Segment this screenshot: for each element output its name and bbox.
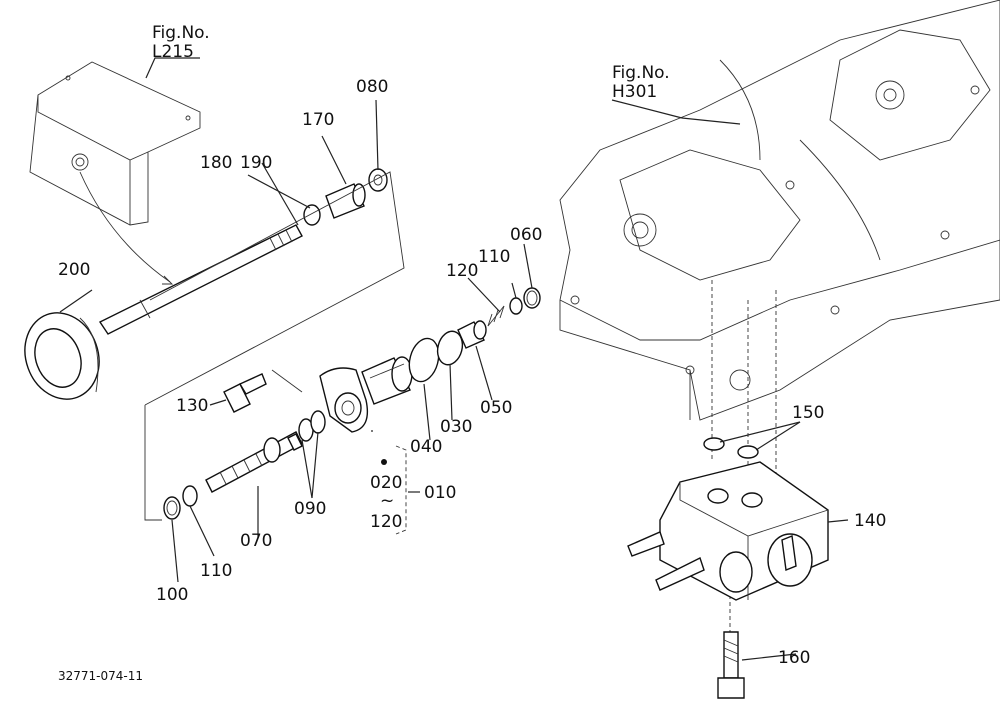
label-120-range-end: 120 xyxy=(370,512,402,532)
drawing-number: 32771-074-11 xyxy=(58,669,143,683)
fig-l215-code: L215 xyxy=(152,42,194,62)
label-range-tilde: ~ xyxy=(380,491,394,511)
fig-l215-caption: Fig.No. xyxy=(152,23,210,43)
snap-ring-060 xyxy=(523,287,541,309)
spool-070 xyxy=(205,431,303,493)
label-150: 150 xyxy=(792,403,824,423)
o-rings-090 xyxy=(298,410,326,442)
label-110-left: 110 xyxy=(200,561,232,581)
label-070: 070 xyxy=(240,531,272,551)
washer-110-right xyxy=(509,297,523,315)
label-110-right: 110 xyxy=(478,247,510,267)
seals-150 xyxy=(703,437,759,459)
label-060: 060 xyxy=(510,225,542,245)
bushing-170 xyxy=(325,183,366,219)
label-130: 130 xyxy=(176,396,208,416)
label-080: 080 xyxy=(356,77,388,97)
label-010: 010 xyxy=(424,483,456,503)
label-200: 200 xyxy=(58,260,90,280)
label-030: 030 xyxy=(440,417,472,437)
fitting-050 xyxy=(457,320,487,349)
label-040: 040 xyxy=(410,437,442,457)
label-120: 120 xyxy=(446,261,478,281)
bolt-130 xyxy=(223,373,267,413)
marker-dot xyxy=(381,459,387,465)
bolt-160 xyxy=(717,631,745,699)
label-020: 020 xyxy=(370,473,402,493)
snap-ring-100 xyxy=(163,496,181,520)
label-140: 140 xyxy=(854,511,886,531)
washer-110-left xyxy=(182,485,198,507)
fig-h301-caption: Fig.No. xyxy=(612,63,670,83)
label-100: 100 xyxy=(156,585,188,605)
label-050: 050 xyxy=(480,398,512,418)
spring-120 xyxy=(487,305,505,327)
valve-body-010 xyxy=(319,356,413,433)
o-ring-040 xyxy=(408,337,440,383)
collar-190 xyxy=(303,204,321,226)
label-170: 170 xyxy=(302,110,334,130)
label-180: 180 xyxy=(200,153,232,173)
knob-200 xyxy=(24,312,100,400)
control-valve-140 xyxy=(627,461,829,601)
label-190: 190 xyxy=(240,153,272,173)
label-160: 160 xyxy=(778,648,810,668)
fig-h301-code: H301 xyxy=(612,82,657,102)
label-090: 090 xyxy=(294,499,326,519)
o-ring-030 xyxy=(436,330,464,366)
case-h301-drawing xyxy=(559,0,1000,421)
shaft-180 xyxy=(98,224,303,335)
housing-l215-drawing xyxy=(29,61,201,285)
nut-080 xyxy=(368,168,388,192)
